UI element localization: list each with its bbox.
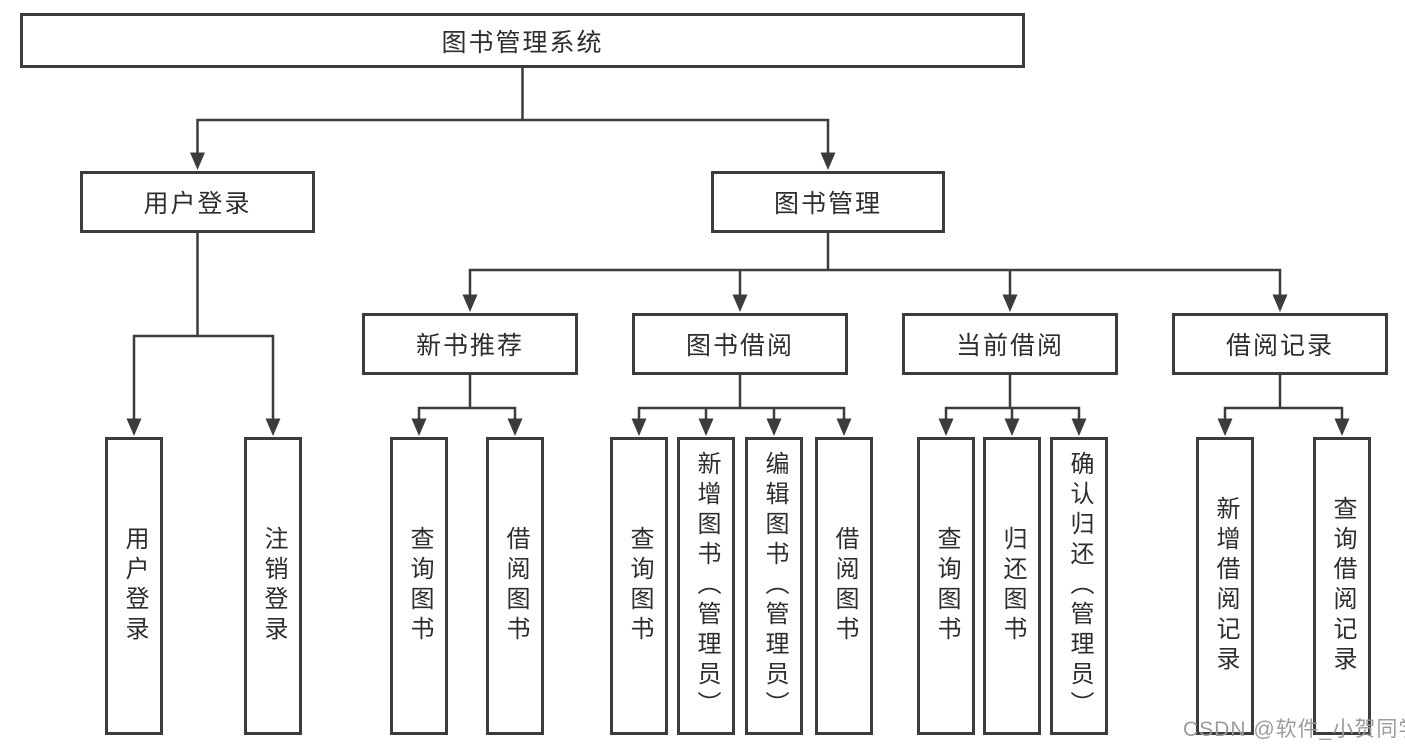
node-leaf-borrow-books-2: 借阅图书 [815,437,873,735]
node-label: 查询图书 [626,526,653,646]
arrow-down-icon [411,418,427,436]
node-borrow-records: 借阅记录 [1172,313,1388,375]
node-leaf-add-book-admin: 新增图书（管理员） [677,437,735,735]
node-user-login: 用户登录 [80,171,315,233]
node-label: 查询借阅记录 [1329,496,1356,676]
node-leaf-query-books-2: 查询图书 [610,437,668,735]
node-current-borrow: 当前借阅 [902,313,1118,375]
arrow-down-icon [265,418,281,436]
arrow-down-icon [698,418,714,436]
node-root: 图书管理系统 [20,13,1025,68]
node-label: 新增借阅记录 [1212,496,1239,676]
node-label: 新书推荐 [415,332,524,360]
node-leaf-query-books-3: 查询图书 [917,437,975,735]
node-leaf-logout: 注销登录 [244,437,302,735]
node-leaf-edit-book-admin: 编辑图书（管理员） [745,437,803,735]
arrow-down-icon [1002,294,1018,312]
node-leaf-query-books-1: 查询图书 [390,437,448,735]
node-label: 借阅图书 [502,526,529,646]
arrow-down-icon [1071,418,1087,436]
node-label: 图书借阅 [685,332,794,360]
node-label: 查询图书 [933,526,960,646]
arrow-down-icon [836,418,852,436]
node-label: 借阅记录 [1225,332,1334,360]
arrow-down-icon [1004,418,1020,436]
node-new-book-recommend: 新书推荐 [362,313,578,375]
arrow-down-icon [126,418,142,436]
node-leaf-return-book: 归还图书 [983,437,1041,735]
node-book-management: 图书管理 [711,171,945,233]
node-label: 确认归还（管理员） [1066,451,1093,721]
node-label: 新增图书（管理员） [693,451,720,721]
arrow-down-icon [190,152,205,170]
node-leaf-confirm-return-admin: 确认归还（管理员） [1050,437,1108,735]
node-label: 用户登录 [121,526,148,646]
node-leaf-user-login: 用户登录 [105,437,163,735]
node-label: 图书管理系统 [441,28,604,57]
arrow-down-icon [938,418,954,436]
node-label: 注销登录 [260,526,287,646]
arrow-down-icon [820,152,836,170]
arrowheads [126,152,1350,436]
arrow-down-icon [1334,418,1350,436]
node-label: 用户登录 [143,190,252,218]
arrow-down-icon [1217,418,1233,436]
node-label: 编辑图书（管理员） [761,451,788,721]
node-label: 借阅图书 [831,526,858,646]
node-book-borrow: 图书借阅 [632,313,848,375]
arrow-down-icon [766,418,782,436]
node-leaf-add-borrow-record: 新增借阅记录 [1196,437,1254,735]
arrow-down-icon [507,418,523,436]
node-label: 归还图书 [999,526,1026,646]
arrow-down-icon [462,294,478,312]
node-leaf-query-borrow-record: 查询借阅记录 [1313,437,1371,735]
watermark: CSDN @软件_小贺同学 [1183,718,1405,741]
node-leaf-borrow-books-1: 借阅图书 [486,437,544,735]
arrow-down-icon [1272,294,1288,312]
arrow-down-icon [631,418,647,436]
node-label: 当前借阅 [955,332,1064,360]
node-label: 查询图书 [406,526,433,646]
node-label: 图书管理 [773,190,882,218]
arrow-down-icon [732,294,748,312]
